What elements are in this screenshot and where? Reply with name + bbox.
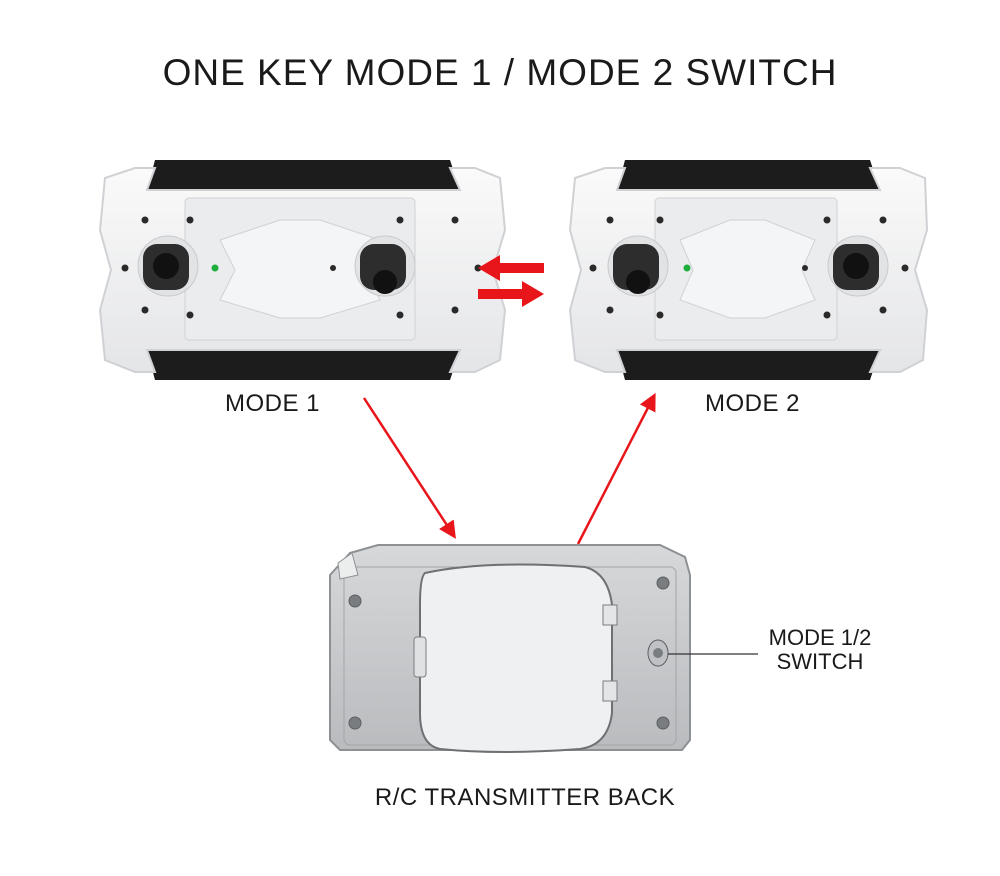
label-mode-switch-line1: MODE 1/2 — [768, 625, 872, 650]
right-stick — [827, 235, 889, 297]
transmitter-back — [329, 544, 691, 753]
label-mode-switch: MODE 1/2 SWITCH — [735, 626, 905, 674]
arrow-back-to-mode2 — [576, 392, 656, 545]
transmitter-front-mode2 — [568, 160, 929, 380]
arrow-mode1-to-back — [362, 397, 456, 539]
left-stick — [137, 235, 199, 297]
label-transmitter-back: R/C TRANSMITTER BACK — [374, 784, 676, 811]
label-mode2: MODE 2 — [705, 390, 801, 417]
transmitter-front-mode1 — [98, 160, 507, 380]
label-mode-switch-line2: SWITCH — [776, 649, 864, 674]
right-stick — [354, 235, 416, 297]
left-stick — [607, 235, 669, 297]
page-title: ONE KEY MODE 1 / MODE 2 SWITCH — [162, 52, 838, 93]
mode-switch-button[interactable] — [647, 639, 669, 667]
label-mode1: MODE 1 — [225, 390, 321, 417]
battery-cover — [419, 563, 613, 753]
swap-arrows-icon — [478, 255, 544, 307]
